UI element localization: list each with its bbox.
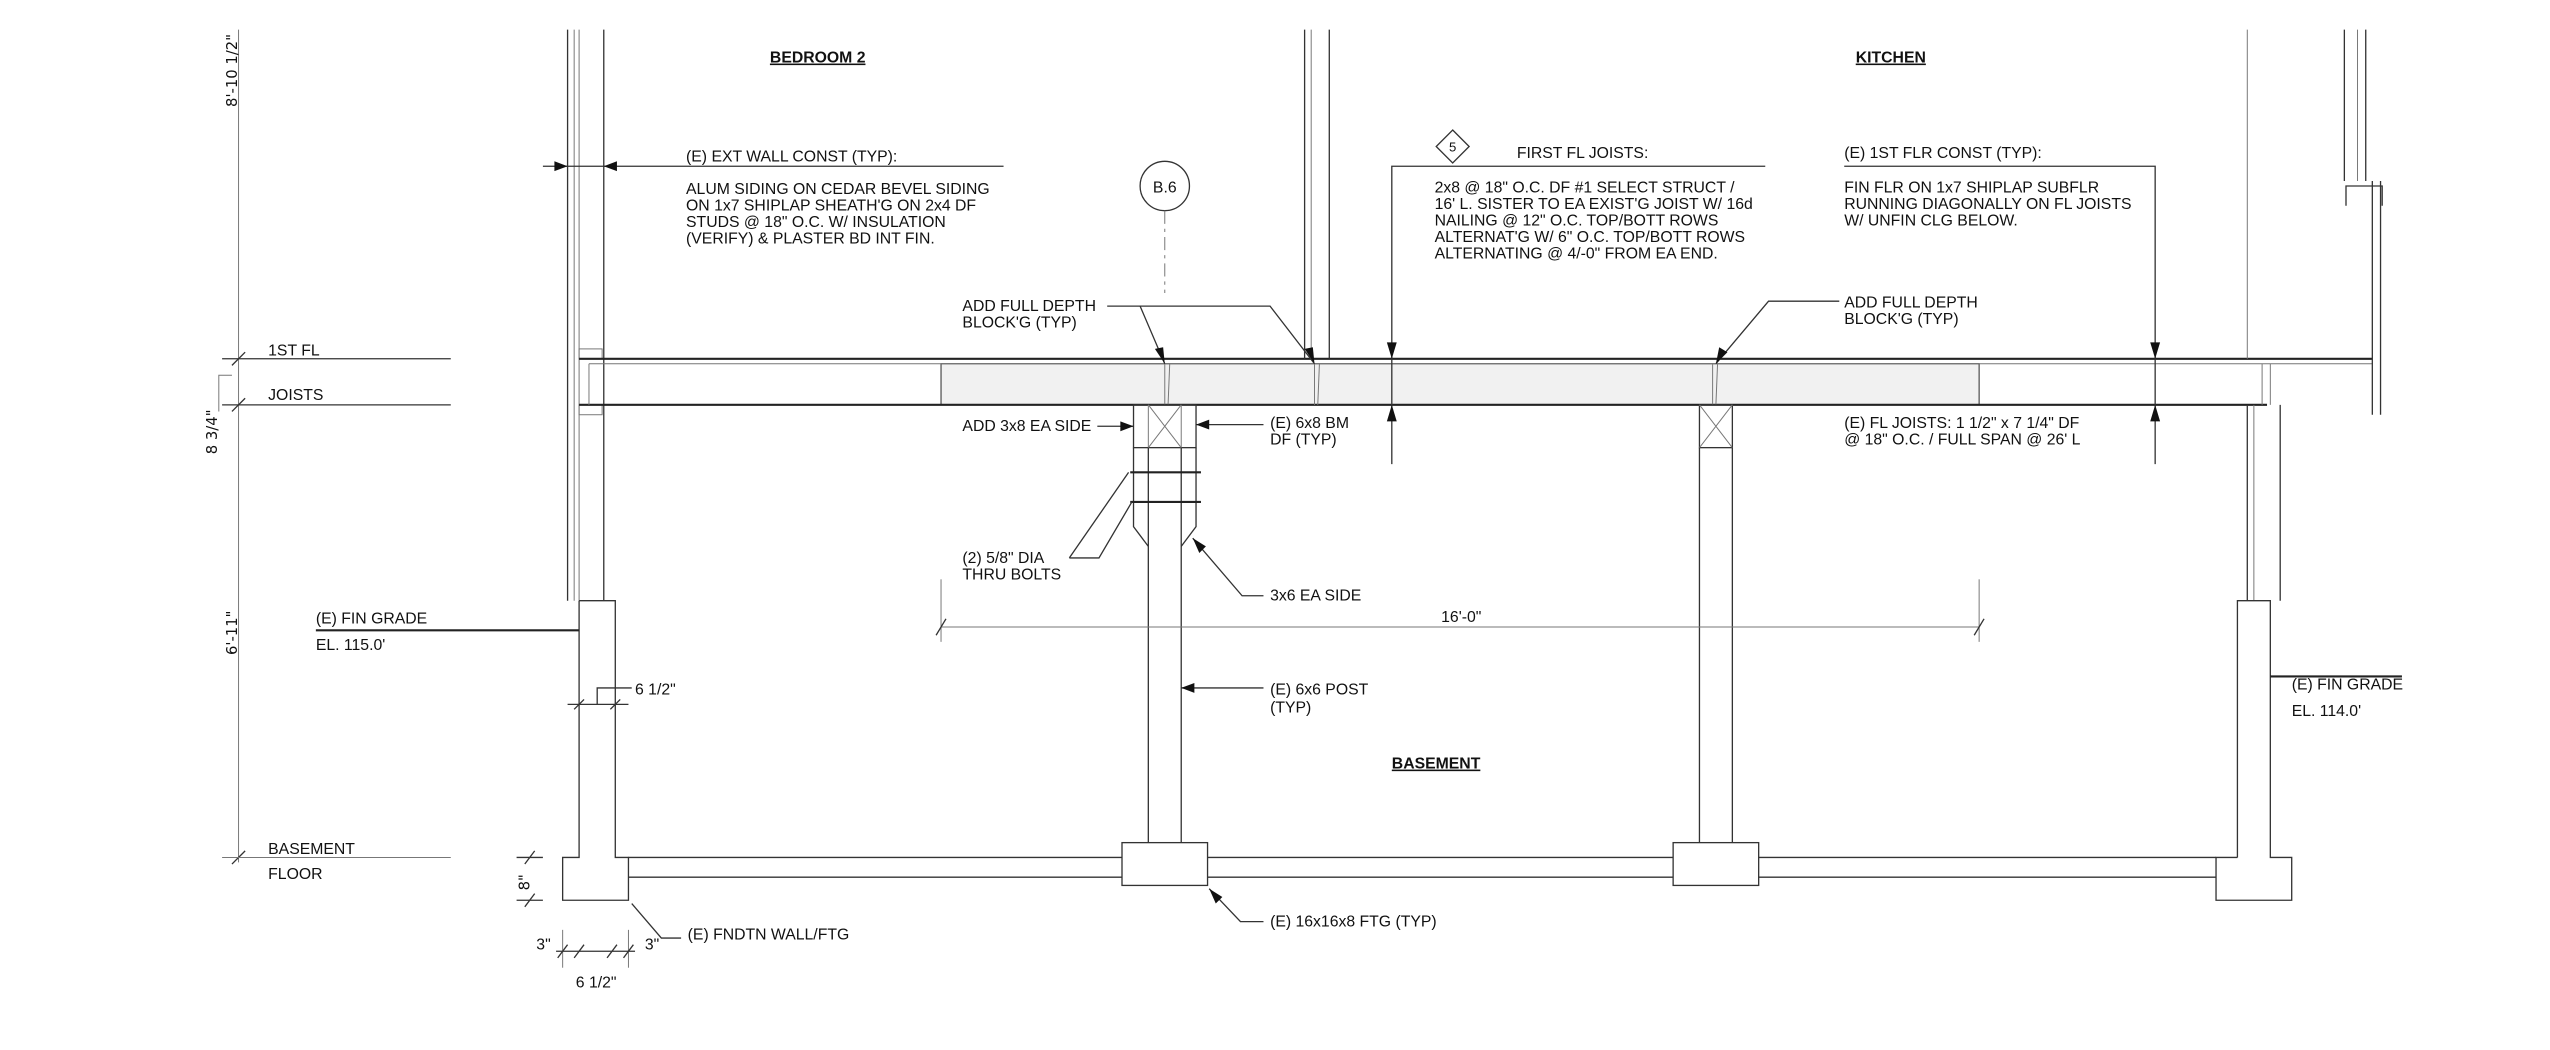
- first-fl-joists-line: ALTERNATING @ 4/-0" FROM EA END.: [1435, 245, 1718, 262]
- dim-joist-depth: 8 3/4": [204, 409, 221, 454]
- revision-marker: 5: [1449, 139, 1456, 154]
- beam-label: (E) 6x8 BM: [1270, 415, 1349, 432]
- first-fl-joists-line: ALTERNAT'G W/ 6" O.C. TOP/BOTT ROWS: [1435, 229, 1745, 246]
- dim-upper-height: 8'-10 1/2": [224, 34, 241, 107]
- blocking-right-label: ADD FULL DEPTH: [1844, 295, 1978, 312]
- vertical-dimension-line: [218, 29, 246, 865]
- floor-assembly: [579, 357, 2373, 406]
- dim-footing-thickness: 8": [517, 874, 534, 890]
- grade-right-label: (E) FIN GRADE: [2292, 677, 2403, 694]
- blocking-left-label: ADD FULL DEPTH: [962, 298, 1096, 315]
- level-joists: JOISTS: [268, 387, 323, 404]
- post-label: (TYP): [1270, 700, 1311, 717]
- post-label: (E) 6x6 POST: [1270, 682, 1369, 699]
- first-flr-const-title: (E) 1ST FLR CONST (TYP):: [1844, 145, 2042, 162]
- first-fl-joists-line: NAILING @ 12" O.C. TOP/BOTT ROWS: [1435, 212, 1719, 229]
- level-floor: FLOOR: [268, 866, 322, 883]
- post-beam-1: [1121, 404, 1209, 887]
- dim-basement-height: 6'-11": [224, 611, 241, 655]
- level-basement: BASEMENT: [268, 841, 355, 858]
- 3x6-label: 3x6 EA SIDE: [1270, 588, 1361, 605]
- grade-left-label: (E) FIN GRADE: [316, 611, 427, 628]
- grade-left-elevation: EL. 115.0': [316, 637, 385, 654]
- first-flr-const-line: FIN FLR ON 1x7 SHIPLAP SUBFLR: [1844, 180, 2099, 197]
- room-label-bedroom: BEDROOM 2: [770, 50, 866, 67]
- room-label-kitchen: KITCHEN: [1856, 50, 1926, 67]
- left-exterior-wall: [561, 29, 630, 901]
- blocking-right-label: BLOCK'G (TYP): [1844, 311, 1958, 328]
- footing-label: (E) 16x16x8 FTG (TYP): [1270, 914, 1437, 931]
- ext-wall-title: (E) EXT WALL CONST (TYP):: [686, 148, 897, 165]
- ext-wall-line: (VERIFY) & PLASTER BD INT FIN.: [686, 231, 935, 248]
- dim-wall-thickness: 6 1/2": [635, 682, 676, 699]
- dim-footing-offset-left: 3": [536, 937, 550, 954]
- first-flr-const-line: RUNNING DIAGONALLY ON FL JOISTS: [1844, 196, 2131, 213]
- post-beam-2: [1672, 404, 1760, 887]
- first-fl-joists-line: 2x8 @ 18" O.C. DF #1 SELECT STRUCT /: [1435, 180, 1735, 197]
- blocking-left-label: BLOCK'G (TYP): [962, 315, 1076, 332]
- first-fl-joists-line: 16' L. SISTER TO EA EXIST'G JOIST W/ 16d: [1435, 196, 1753, 213]
- fl-joists-label: @ 18" O.C. / FULL SPAN @ 26' L: [1844, 431, 2080, 448]
- add-3x8-label: ADD 3x8 EA SIDE: [962, 418, 1091, 435]
- section-marker-b6: B.6: [1153, 180, 1177, 197]
- dim-footing-wall-width: 6 1/2": [576, 974, 617, 991]
- thru-bolts-label: (2) 5/8" DIA: [962, 550, 1044, 567]
- room-label-basement: BASEMENT: [1392, 756, 1481, 773]
- dim-footing-offset-right: 3": [645, 937, 659, 954]
- first-flr-const-line: W/ UNFIN CLG BELOW.: [1844, 212, 2018, 229]
- level-first-floor: 1ST FL: [268, 342, 320, 359]
- dim-span: 16'-0": [1441, 609, 1481, 626]
- thru-bolts-label: THRU BOLTS: [962, 566, 1061, 583]
- ext-wall-line: ALUM SIDING ON CEDAR BEVEL SIDING: [686, 181, 990, 198]
- first-fl-joists-title: FIRST FL JOISTS:: [1517, 145, 1649, 162]
- ext-wall-line: ON 1x7 SHIPLAP SHEATH'G ON 2x4 DF: [686, 198, 976, 215]
- beam-label: DF (TYP): [1270, 431, 1337, 448]
- fl-joists-label: (E) FL JOISTS: 1 1/2" x 7 1/4" DF: [1844, 415, 2079, 432]
- ext-wall-line: STUDS @ 18" O.C. W/ INSULATION: [686, 214, 946, 231]
- fndtn-label: (E) FNDTN WALL/FTG: [688, 927, 850, 944]
- grade-right-elevation: EL. 114.0': [2292, 703, 2361, 720]
